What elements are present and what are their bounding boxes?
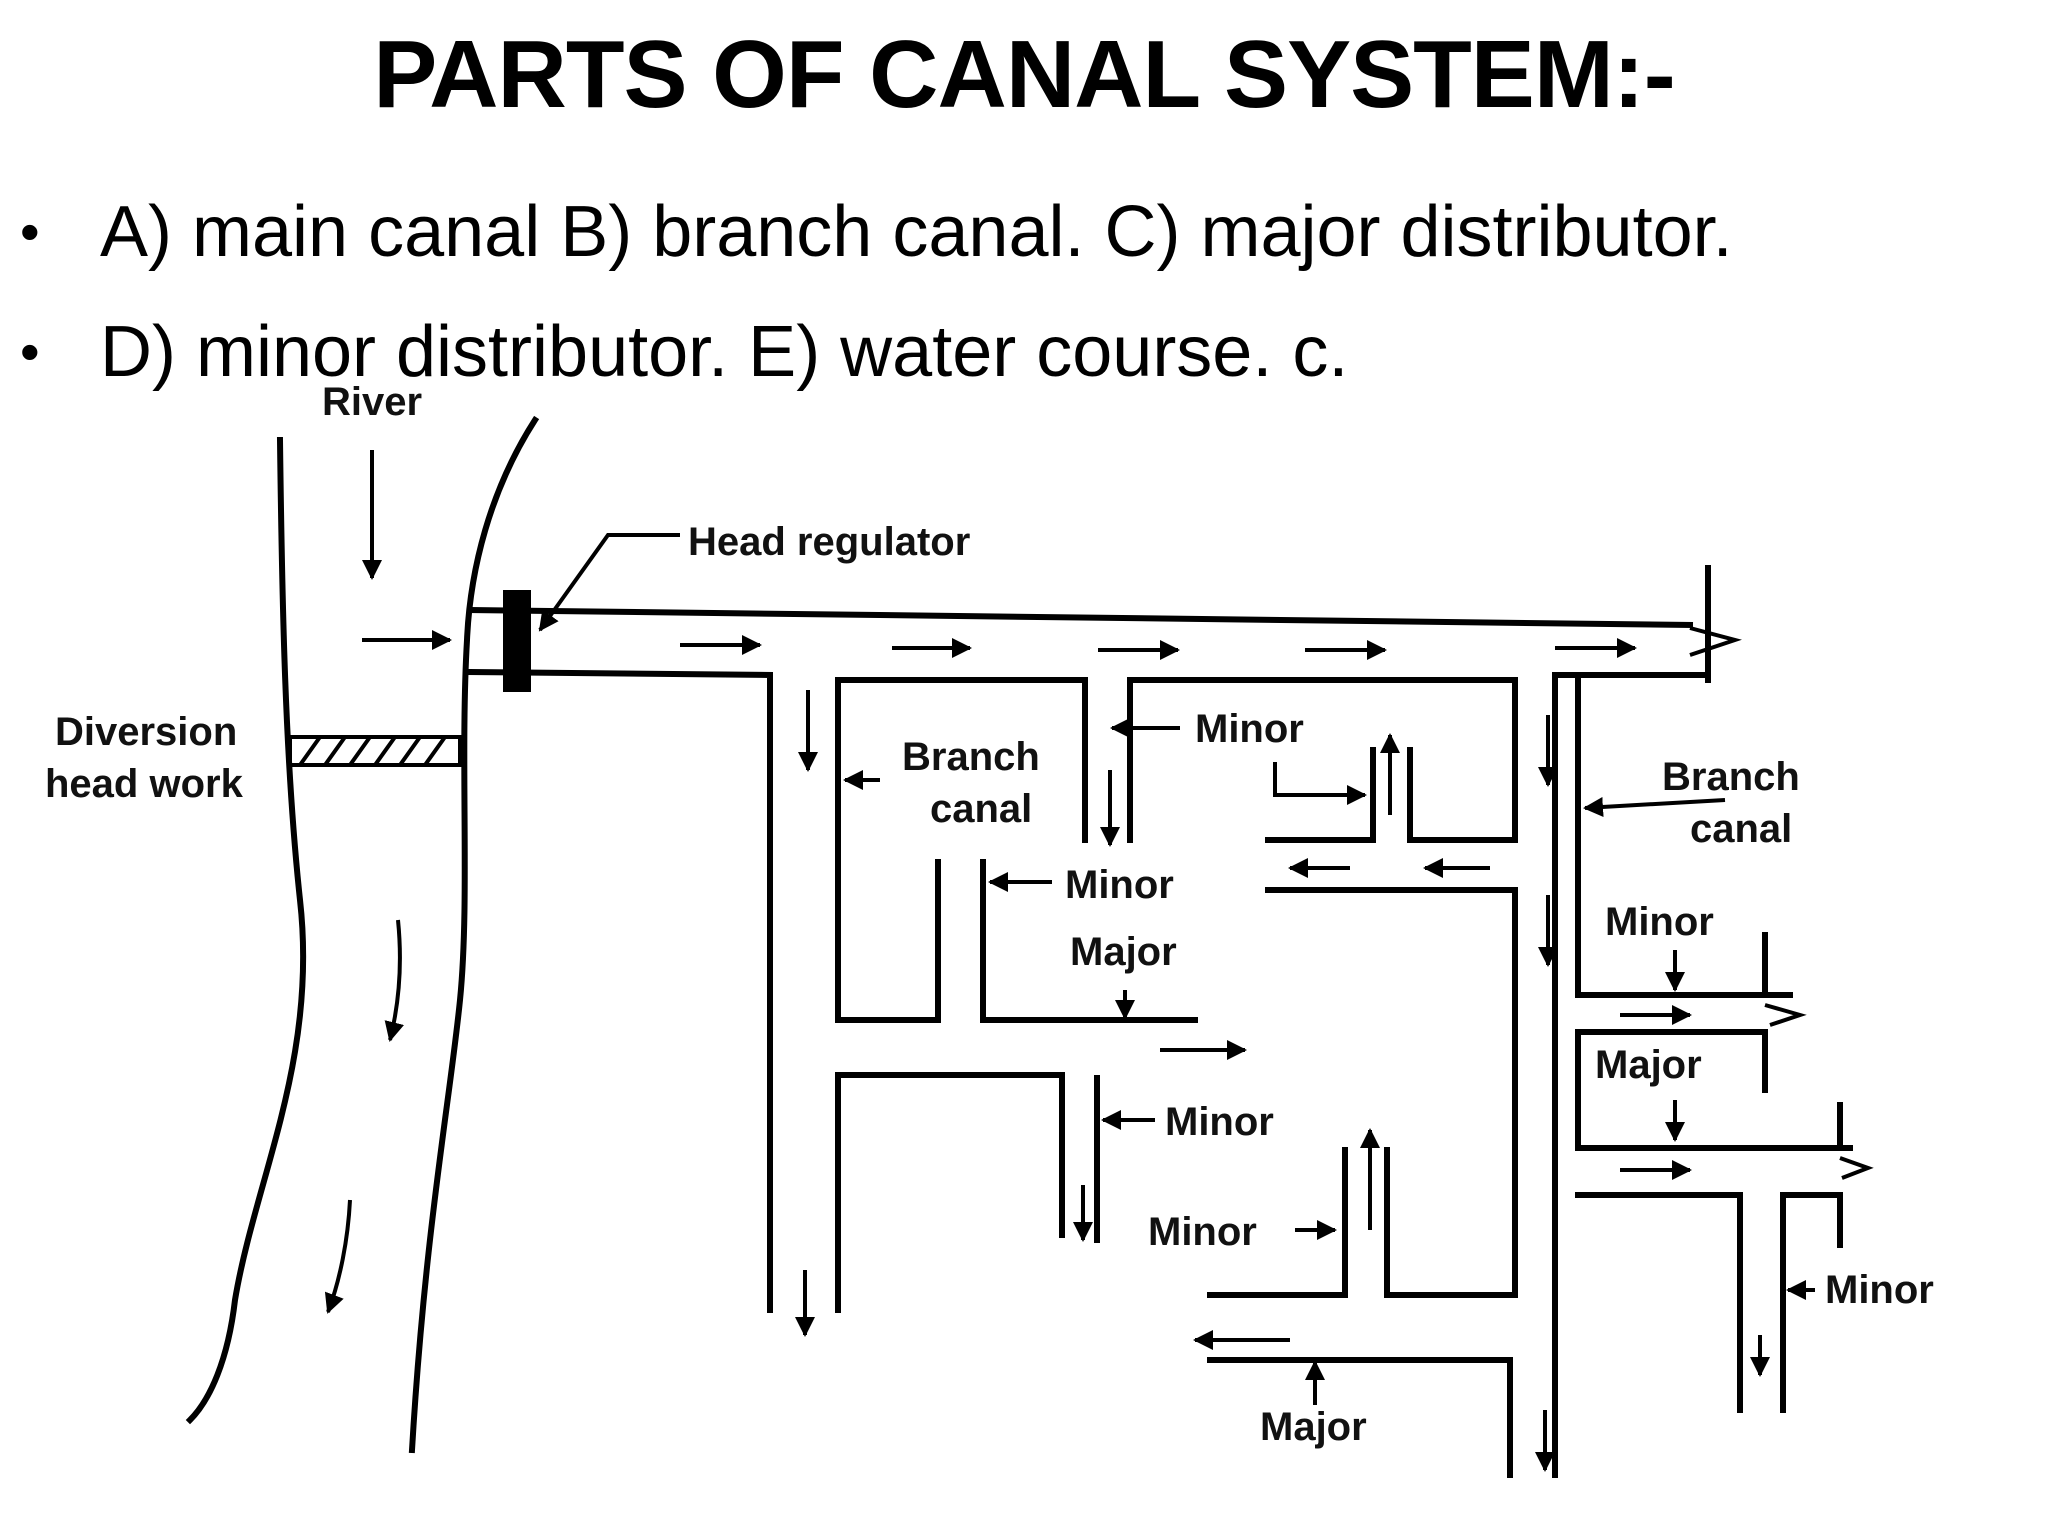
- label-head-regulator: Head regulator: [688, 520, 970, 564]
- label-branch-right-line1: Branch: [1662, 755, 1800, 799]
- left-branch-canal: [795, 677, 1555, 1478]
- label-minor: Minor: [1148, 1210, 1257, 1254]
- bullet-item: • A) main canal B) branch canal. C) major…: [20, 172, 1733, 292]
- right-branch-canal: [1538, 672, 1874, 1478]
- label-minor: Minor: [1605, 900, 1714, 944]
- river-flow-arrows: [324, 450, 452, 1314]
- bullet-text: A) main canal B) branch canal. C) major …: [100, 192, 1733, 272]
- bullet-dot-icon: •: [20, 320, 40, 383]
- bullet-text: D) minor distributor. E) water course. c…: [100, 312, 1349, 392]
- diversion-head-work-weir: [288, 735, 462, 767]
- label-diversion-line1: Diversion: [55, 710, 237, 754]
- label-branch-left-line1: Branch: [902, 735, 1040, 779]
- label-diversion-line2: head work: [45, 762, 244, 806]
- river-banks: [185, 415, 540, 1454]
- label-minor: Minor: [1065, 863, 1174, 907]
- bullet-dot-icon: •: [20, 200, 40, 263]
- main-canal: [466, 565, 1742, 1313]
- label-major: Major: [1260, 1405, 1367, 1449]
- bullet-item: • D) minor distributor. E) water course. …: [20, 292, 1733, 412]
- label-major: Major: [1595, 1043, 1702, 1087]
- label-minor: Minor: [1825, 1268, 1934, 1312]
- label-major: Major: [1070, 930, 1177, 974]
- label-branch-right-line2: canal: [1690, 807, 1792, 851]
- label-minor: Minor: [1165, 1100, 1274, 1144]
- label-pointer-arrows: [843, 718, 1337, 1405]
- label-branch-left-line2: canal: [930, 787, 1032, 831]
- label-minor: Minor: [1195, 707, 1304, 751]
- slide-title: PARTS OF CANAL SYSTEM:-: [373, 21, 1675, 128]
- bullet-list: • A) main canal B) branch canal. C) major…: [20, 172, 1733, 412]
- label-river: River: [322, 380, 422, 424]
